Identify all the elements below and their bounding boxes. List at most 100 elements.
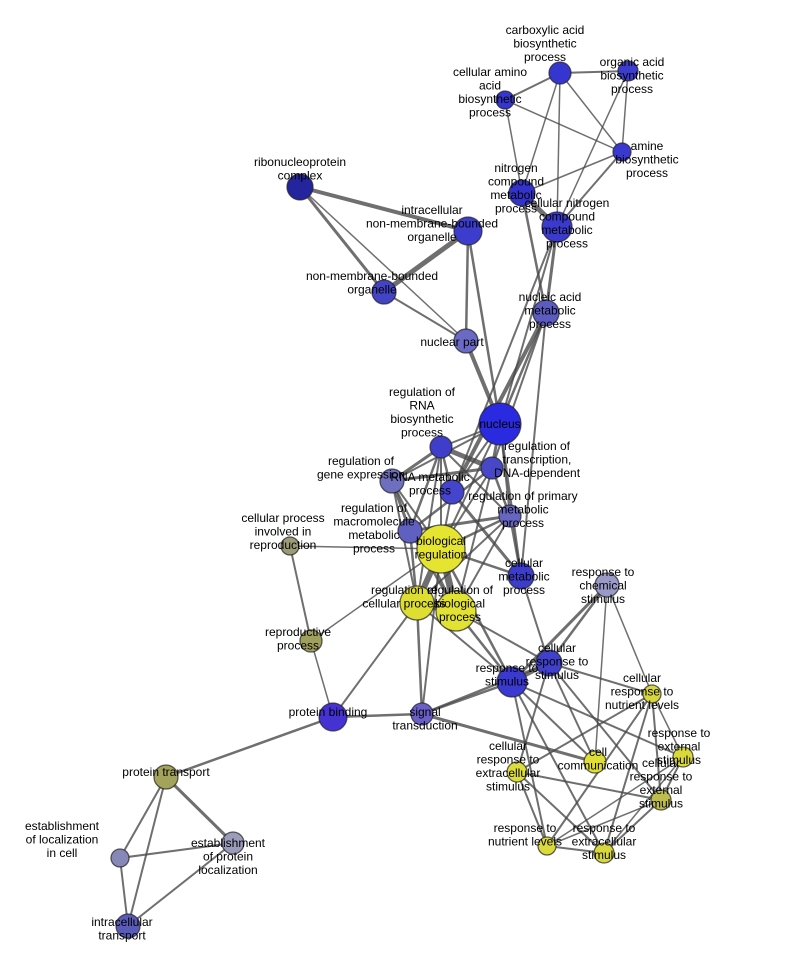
graph-node-reg_gene_expr[interactable]: regulation of gene expression xyxy=(379,468,405,494)
graph-edge xyxy=(416,446,442,604)
graph-edge xyxy=(504,99,623,153)
graph-node-organic[interactable]: organic acid biosynthetic process xyxy=(617,60,639,82)
graph-node-reg_bio_process[interactable]: regulation of biological process xyxy=(435,590,477,632)
graph-edge xyxy=(310,548,442,642)
graph-node-reg_cell_process[interactable]: regulation of cellular process xyxy=(399,585,435,621)
graph-node-amine[interactable]: amine biosynthetic process xyxy=(612,142,632,162)
graph-node-bio_regulation[interactable]: biological regulation xyxy=(416,524,466,574)
graph-edge xyxy=(510,583,609,684)
graph-node-signal_transduction[interactable]: signal transduction xyxy=(410,702,434,726)
graph-node-nitrogen[interactable]: nitrogen compound metabolic process xyxy=(508,179,536,207)
graph-node-resp_chemical[interactable]: response to chemical stimulus xyxy=(594,572,620,598)
graph-node-cell_communication[interactable]: cell communication xyxy=(583,750,607,774)
graph-edge xyxy=(119,776,167,859)
graph-edge xyxy=(119,842,234,859)
graph-edge xyxy=(546,756,684,847)
graph-edge xyxy=(421,548,442,715)
graph-edge xyxy=(520,312,547,577)
graph-node-resp_nutrient[interactable]: response to nutrient levels xyxy=(537,836,557,856)
graph-node-nucleus[interactable]: nucleus xyxy=(478,402,522,446)
graph-edge xyxy=(415,601,424,716)
graph-edge xyxy=(606,584,653,695)
graph-edge xyxy=(466,229,502,426)
graph-edge xyxy=(499,226,558,425)
graph-edge xyxy=(516,771,605,854)
graph-edge xyxy=(603,756,684,854)
graph-node-reg_primary[interactable]: regulation of primary metabolic process xyxy=(498,504,522,528)
graph-edge xyxy=(548,662,596,763)
graph-edge xyxy=(651,693,662,801)
graph-edge xyxy=(420,680,514,716)
graph-node-nucleic_acid[interactable]: nucleic acid metabolic process xyxy=(532,299,560,327)
graph-edge xyxy=(520,191,548,315)
graph-edge xyxy=(594,584,608,763)
graph-node-resp_extracell[interactable]: response to extracellular stimulus xyxy=(593,842,615,864)
edges-layer xyxy=(119,70,684,927)
graph-edge xyxy=(383,291,467,342)
graph-node-intracell_nmbo[interactable]: intracellular non-membrane-bounded organ… xyxy=(453,216,483,246)
graph-node-cell_resp_stim[interactable]: cellular response to stimulus xyxy=(535,649,563,677)
graph-edge xyxy=(381,228,471,295)
graph-node-reg_rna_biosynth[interactable]: regulation of RNA biosynthetic process xyxy=(429,435,453,459)
graph-node-intracell_transport[interactable]: intracellular transport xyxy=(115,913,141,939)
graph-node-reg_transcription[interactable]: regulation of transcription, DNA-depende… xyxy=(480,456,504,480)
graph-node-nmbo[interactable]: non-membrane-bounded organelle xyxy=(371,279,397,305)
graph-edge xyxy=(516,693,653,773)
graph-edge xyxy=(556,72,561,228)
graph-node-cell_resp_external[interactable]: cellular response to external stimulus xyxy=(650,789,672,811)
graph-node-resp_external[interactable]: response to external stimulus xyxy=(672,746,694,768)
graph-node-reg_macromol[interactable]: regulation of macromolecule metabolic pr… xyxy=(397,518,423,544)
graph-node-nuclear_part[interactable]: nuclear part xyxy=(453,328,479,354)
graph-edge xyxy=(331,712,424,719)
graph-node-rna_metabolic[interactable]: RNA metabolic process xyxy=(439,479,465,505)
graph-node-cell_resp_nutrient[interactable]: cellular response to nutrient levels xyxy=(642,684,662,704)
graph-node-cell_nitrogen[interactable]: cellular nitrogen compound metabolic pro… xyxy=(541,211,573,243)
graph-edge xyxy=(556,70,629,228)
graph-node-resp_stimulus[interactable]: response to stimulus xyxy=(496,666,528,698)
graph-edge xyxy=(450,490,523,578)
graph-node-protein_transport[interactable]: protein transport xyxy=(153,764,179,790)
graph-edge xyxy=(408,445,443,533)
graph-node-cell_resp_extracell[interactable]: cellular response to extracellular stimu… xyxy=(506,761,528,783)
graph-edge xyxy=(521,72,561,194)
nodes-layer: carboxylic acid biosynthetic process orga… xyxy=(110,60,694,939)
graph-node-carboxylic[interactable]: carboxylic acid biosynthetic process xyxy=(548,61,572,85)
graph-edge xyxy=(464,229,470,343)
graph-edge xyxy=(603,799,662,854)
graph-edge xyxy=(547,583,609,665)
graph-edge xyxy=(127,776,167,927)
graph-edge xyxy=(298,185,470,233)
graph-edge xyxy=(548,662,653,695)
graph-node-est_protein_local[interactable]: establishment of protein localization xyxy=(221,831,245,855)
graph-node-cell_metabolic[interactable]: cellular metabolic process xyxy=(507,562,535,590)
graph-node-protein_binding[interactable]: protein binding xyxy=(318,702,348,732)
graph-node-ribonucleoprotein[interactable]: ribonucleoprotein complex xyxy=(286,173,314,201)
graph-edge xyxy=(164,775,235,845)
graph-node-repro_process[interactable]: reproductive process xyxy=(299,629,323,653)
graph-edge xyxy=(511,681,605,854)
graph-edge xyxy=(416,602,513,683)
graph-node-cell_amino[interactable]: cellular amino acid biosynthetic process xyxy=(495,90,515,110)
graph-edge xyxy=(511,681,596,763)
graph-edge xyxy=(511,681,684,758)
graph-edge xyxy=(516,662,550,773)
graph-edge xyxy=(408,514,512,533)
graph-edge xyxy=(332,602,418,718)
graph-edge xyxy=(299,186,467,342)
graph-edge xyxy=(556,151,623,228)
graph-edge xyxy=(546,799,662,847)
graph-node-cell_repro[interactable]: cellular process involved in reproductio… xyxy=(280,536,300,556)
graph-edge xyxy=(164,715,335,779)
graph-edge xyxy=(298,185,386,294)
graph-edge xyxy=(289,545,442,550)
graph-node-est_local_cell[interactable]: establishment of localization in cell xyxy=(110,848,130,868)
graph-edge xyxy=(420,712,597,764)
graph-edge xyxy=(548,662,662,801)
graph-edge xyxy=(416,515,511,604)
